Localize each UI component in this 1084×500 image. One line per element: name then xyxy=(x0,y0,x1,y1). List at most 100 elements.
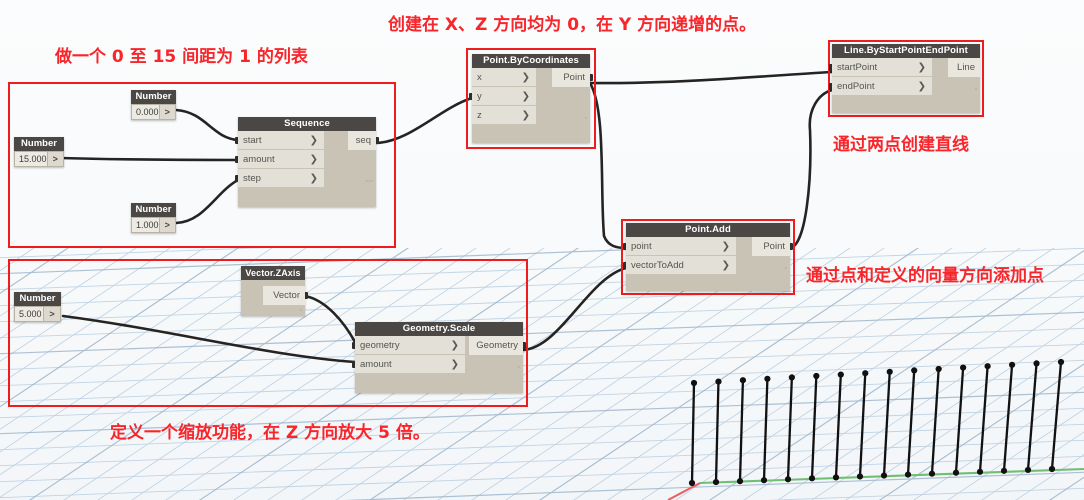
port-pin-in[interactable] xyxy=(235,175,239,182)
number-node-title: Number xyxy=(14,137,64,151)
port-label: z xyxy=(477,110,482,121)
number-run-button[interactable]: > xyxy=(43,307,60,321)
port-pin-out[interactable] xyxy=(789,243,793,250)
chevron-right-icon: ❯ xyxy=(917,81,926,92)
port-pin-in[interactable] xyxy=(829,83,833,90)
port-pin-in[interactable] xyxy=(829,64,833,71)
port-pin-in[interactable] xyxy=(235,156,239,163)
port-pin-in[interactable] xyxy=(469,93,473,100)
chevron-right-icon: ❯ xyxy=(721,260,730,271)
input-port-y[interactable]: y ❯ xyxy=(472,87,536,106)
chevron-right-icon: ❯ xyxy=(521,91,530,102)
port-pin-in[interactable] xyxy=(352,361,356,368)
node-sequence[interactable]: Sequence start ❯ amount ❯ step ❯ seq ▫▫▫ xyxy=(235,117,379,207)
node-vector-zaxis[interactable]: Vector.ZAxis Vector ▫ xyxy=(241,266,308,316)
input-port-z[interactable]: z ❯ xyxy=(472,106,536,125)
port-pin-out[interactable] xyxy=(375,137,379,144)
chevron-right-icon: ❯ xyxy=(450,340,459,351)
port-pin-in[interactable] xyxy=(623,243,627,250)
node-point-add[interactable]: Point.Add point ❯ vectorToAdd ❯ Point ▫ xyxy=(623,223,793,291)
node-geometry-scale[interactable]: Geometry.Scale geometry ❯ amount ❯ Geome… xyxy=(352,322,526,393)
port-label: geometry xyxy=(360,340,400,351)
node-title-geometry-scale: Geometry.Scale xyxy=(355,322,523,336)
resize-handle[interactable]: ▫ xyxy=(784,265,787,272)
port-pin-out[interactable] xyxy=(304,292,308,299)
output-port-geometry[interactable]: Geometry xyxy=(469,336,523,355)
number-node-step[interactable]: Number 1.000 > xyxy=(131,203,176,233)
port-label: endPoint xyxy=(837,81,875,92)
port-pin-in[interactable] xyxy=(235,137,239,144)
number-node-scale[interactable]: Number 5.000 > xyxy=(14,292,61,322)
number-node-amount[interactable]: Number 15.000 > xyxy=(14,137,64,167)
port-pin-out[interactable] xyxy=(522,342,526,349)
port-label: amount xyxy=(243,154,275,165)
node-title-sequence: Sequence xyxy=(238,117,376,131)
input-port-geometry[interactable]: geometry ❯ xyxy=(355,336,465,355)
output-port-point[interactable]: Point xyxy=(752,237,790,256)
number-input-value[interactable]: 5.000 xyxy=(15,307,43,321)
input-port-x[interactable]: x ❯ xyxy=(472,68,536,87)
node-line-by-start-point-end-point[interactable]: Line.ByStartPointEndPoint startPoint ❯ e… xyxy=(829,44,980,113)
input-port-endpoint[interactable]: endPoint ❯ xyxy=(832,77,932,96)
port-label: step xyxy=(243,173,261,184)
port-label: start xyxy=(243,135,262,146)
number-node-title: Number xyxy=(14,292,61,306)
input-port-point[interactable]: point ❯ xyxy=(626,237,736,256)
port-label: x xyxy=(477,72,482,83)
node-title-vector-zaxis: Vector.ZAxis xyxy=(241,266,305,280)
port-label: y xyxy=(477,91,482,102)
chevron-right-icon: ❯ xyxy=(450,359,459,370)
resize-handle[interactable]: ▫ xyxy=(517,364,520,371)
annotation-box-point-node xyxy=(466,48,596,149)
chevron-right-icon: ❯ xyxy=(521,72,530,83)
input-port-start[interactable]: start ❯ xyxy=(238,131,324,150)
resize-handle[interactable]: ▫ xyxy=(974,86,977,93)
node-point-by-coordinates[interactable]: Point.ByCoordinates x ❯ y ❯ z ❯ Point ▫ xyxy=(469,54,593,143)
input-port-startpoint[interactable]: startPoint ❯ xyxy=(832,58,932,77)
annotation-box-sequence-group xyxy=(8,82,396,248)
number-node-start[interactable]: Number 0.000 > xyxy=(131,90,176,120)
geometry-lines xyxy=(688,358,1065,487)
number-run-button[interactable]: > xyxy=(158,218,175,232)
input-port-step[interactable]: step ❯ xyxy=(238,169,324,188)
chevron-right-icon: ❯ xyxy=(309,154,318,165)
output-port-seq[interactable]: seq xyxy=(348,131,376,150)
output-port-point[interactable]: Point xyxy=(552,68,590,87)
number-input-value[interactable]: 1.000 xyxy=(132,218,159,232)
chevron-right-icon: ❯ xyxy=(309,135,318,146)
number-input-value[interactable]: 0.000 xyxy=(132,105,159,119)
input-port-vectortoadd[interactable]: vectorToAdd ❯ xyxy=(626,256,736,275)
node-title-point-by-coordinates: Point.ByCoordinates xyxy=(472,54,590,68)
annotation-box-scale-group xyxy=(8,259,528,407)
annotation-text-pointadd: 通过点和定义的向量方向添加点 xyxy=(806,266,1044,286)
port-pin-out[interactable] xyxy=(589,74,593,81)
annotation-text-line: 通过两点创建直线 xyxy=(833,135,969,155)
node-title-line: Line.ByStartPointEndPoint xyxy=(832,44,980,58)
chevron-right-icon: ❯ xyxy=(721,241,730,252)
input-port-amount[interactable]: amount ❯ xyxy=(355,355,465,374)
number-node-title: Number xyxy=(131,203,176,217)
resize-handle[interactable]: ▫▫▫ xyxy=(365,178,373,185)
number-node-title: Number xyxy=(131,90,176,104)
output-port-vector[interactable]: Vector xyxy=(263,286,305,305)
resize-handle[interactable]: ▫ xyxy=(299,307,302,314)
port-pin-in[interactable] xyxy=(623,262,627,269)
annotation-text-scale: 定义一个缩放功能，在 Z 方向放大 5 倍。 xyxy=(110,423,430,443)
number-input-value[interactable]: 15.000 xyxy=(15,152,47,166)
number-run-button[interactable]: > xyxy=(158,105,175,119)
port-label: point xyxy=(631,241,652,252)
annotation-box-pointadd-node xyxy=(621,219,795,295)
port-pin-in[interactable] xyxy=(352,342,356,349)
input-port-amount[interactable]: amount ❯ xyxy=(238,150,324,169)
output-port-line[interactable]: Line xyxy=(948,58,980,77)
chevron-right-icon: ❯ xyxy=(917,62,926,73)
annotation-text-sequence: 做一个 0 至 15 间距为 1 的列表 xyxy=(55,47,308,67)
port-label: amount xyxy=(360,359,392,370)
annotation-text-point: 创建在 X、Z 方向均为 0，在 Y 方向递增的点。 xyxy=(388,15,757,35)
resize-handle[interactable]: ▫ xyxy=(584,115,587,122)
axis-x-red xyxy=(667,482,701,500)
annotation-box-line-node xyxy=(828,40,984,117)
number-run-button[interactable]: > xyxy=(46,152,63,166)
node-title-point-add: Point.Add xyxy=(626,223,790,237)
